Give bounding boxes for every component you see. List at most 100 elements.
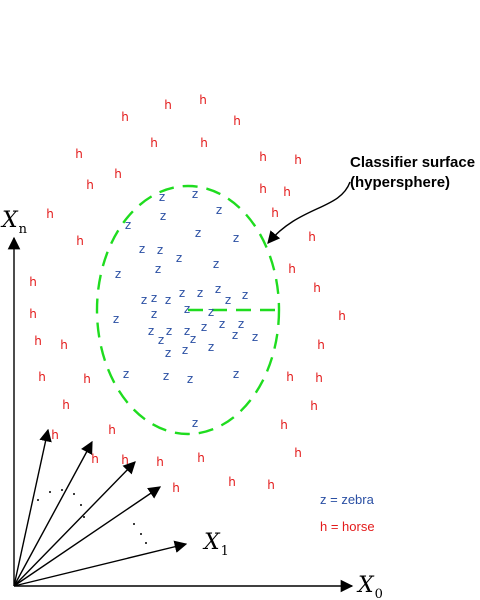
zebra-sample: z xyxy=(195,226,201,240)
zebra-sample: z xyxy=(176,251,182,265)
callout-arrow xyxy=(267,181,351,244)
horse-sample: h xyxy=(150,136,158,150)
zebra-sample: z xyxy=(179,286,185,300)
axis-label-x0: X0 xyxy=(356,573,383,600)
callout-line1: Classifier surface xyxy=(350,154,475,171)
zebra-sample: z xyxy=(187,372,193,386)
horse-sample: h xyxy=(29,307,37,321)
zebra-sample: z xyxy=(159,190,165,204)
zebra-sample: z xyxy=(113,312,119,326)
zebra-sample: z xyxy=(115,267,121,281)
zebra-sample: z xyxy=(238,317,244,331)
zebra-sample: z xyxy=(148,324,154,338)
horse-sample: h xyxy=(259,150,267,164)
zebra-sample: z xyxy=(123,367,129,381)
dimension-ellipsis-dots xyxy=(37,489,147,544)
zebra-sample: z xyxy=(139,242,145,256)
axis-x1 xyxy=(13,540,188,587)
zebra-sample: z xyxy=(232,328,238,342)
zebra-sample: z xyxy=(219,317,225,331)
zebra-sample: z xyxy=(190,332,196,346)
horse-sample: h xyxy=(233,114,241,128)
zebra-sample: z xyxy=(184,324,190,338)
horse-sample: h xyxy=(121,453,129,467)
axis-extra-2 xyxy=(13,440,93,587)
horse-sample: h xyxy=(121,110,129,124)
zebra-sample: z xyxy=(155,262,161,276)
zebra-sample: z xyxy=(192,416,198,430)
zebra-sample: z xyxy=(208,305,214,319)
zebra-sample: z xyxy=(233,367,239,381)
horse-sample: h xyxy=(172,481,180,495)
axis-extra-4 xyxy=(13,486,162,587)
zebra-sample: z xyxy=(201,320,207,334)
zebra-sample: z xyxy=(165,346,171,360)
horse-sample: h xyxy=(62,398,70,412)
callout-line2: (hypersphere) xyxy=(350,174,450,191)
zebra-sample: z xyxy=(197,286,203,300)
horse-sample: h xyxy=(108,423,116,437)
horse-sample: h xyxy=(38,370,46,384)
zebra-sample: z xyxy=(252,330,258,344)
zebra-sample: z xyxy=(225,293,231,307)
horse-sample: h xyxy=(91,452,99,466)
horse-sample: h xyxy=(29,275,37,289)
horse-sample: h xyxy=(164,98,172,112)
zebra-sample: z xyxy=(163,369,169,383)
zebra-sample: z xyxy=(213,257,219,271)
classifier-hypersphere xyxy=(95,184,281,436)
axis-extra-1 xyxy=(13,428,52,587)
zebra-sample: z xyxy=(160,209,166,223)
zebra-sample: z xyxy=(157,243,163,257)
legend-horse: h = horse xyxy=(320,519,375,534)
horse-sample: h xyxy=(156,455,164,469)
zebra-sample: z xyxy=(233,231,239,245)
horse-sample: h xyxy=(317,338,325,352)
horse-sample: h xyxy=(228,475,236,489)
horse-sample: h xyxy=(51,428,59,442)
horse-sample: h xyxy=(283,185,291,199)
zebra-sample: z xyxy=(192,187,198,201)
horse-sample: h xyxy=(76,234,84,248)
zebra-sample: z xyxy=(182,343,188,357)
zebra-sample: z xyxy=(165,293,171,307)
horse-sample: h xyxy=(271,206,279,220)
zebra-sample: z xyxy=(158,333,164,347)
zebra-sample: z xyxy=(242,288,248,302)
zebra-sample: z xyxy=(216,203,222,217)
zebra-sample: z xyxy=(208,340,214,354)
horse-sample: h xyxy=(313,281,321,295)
horse-sample: h xyxy=(294,446,302,460)
horse-sample: h xyxy=(315,371,323,385)
horse-sample: h xyxy=(286,370,294,384)
horse-sample: h xyxy=(75,147,83,161)
zebra-sample: z xyxy=(166,324,172,338)
horse-sample: h xyxy=(197,451,205,465)
horse-sample: h xyxy=(200,136,208,150)
horse-sample: h xyxy=(199,93,207,107)
zebra-sample: z xyxy=(151,307,157,321)
horse-sample: h xyxy=(259,182,267,196)
zebra-sample: z xyxy=(141,293,147,307)
horse-sample: h xyxy=(34,334,42,348)
horse-sample: h xyxy=(308,230,316,244)
horse-sample: h xyxy=(60,338,68,352)
horse-sample: h xyxy=(46,207,54,221)
horse-sample: h xyxy=(83,372,91,386)
horse-sample: h xyxy=(310,399,318,413)
horse-sample: h xyxy=(288,262,296,276)
horse-sample: h xyxy=(294,153,302,167)
horse-sample: h xyxy=(280,418,288,432)
horse-sample: h xyxy=(338,309,346,323)
zebra-sample: z xyxy=(151,291,157,305)
zebra-sample: z xyxy=(125,218,131,232)
axis-extra-3 xyxy=(13,461,136,587)
zebra-sample: z xyxy=(215,282,221,296)
legend-zebra: z = zebra xyxy=(320,492,375,507)
horse-sample: h xyxy=(267,478,275,492)
horse-sample: h xyxy=(86,178,94,192)
